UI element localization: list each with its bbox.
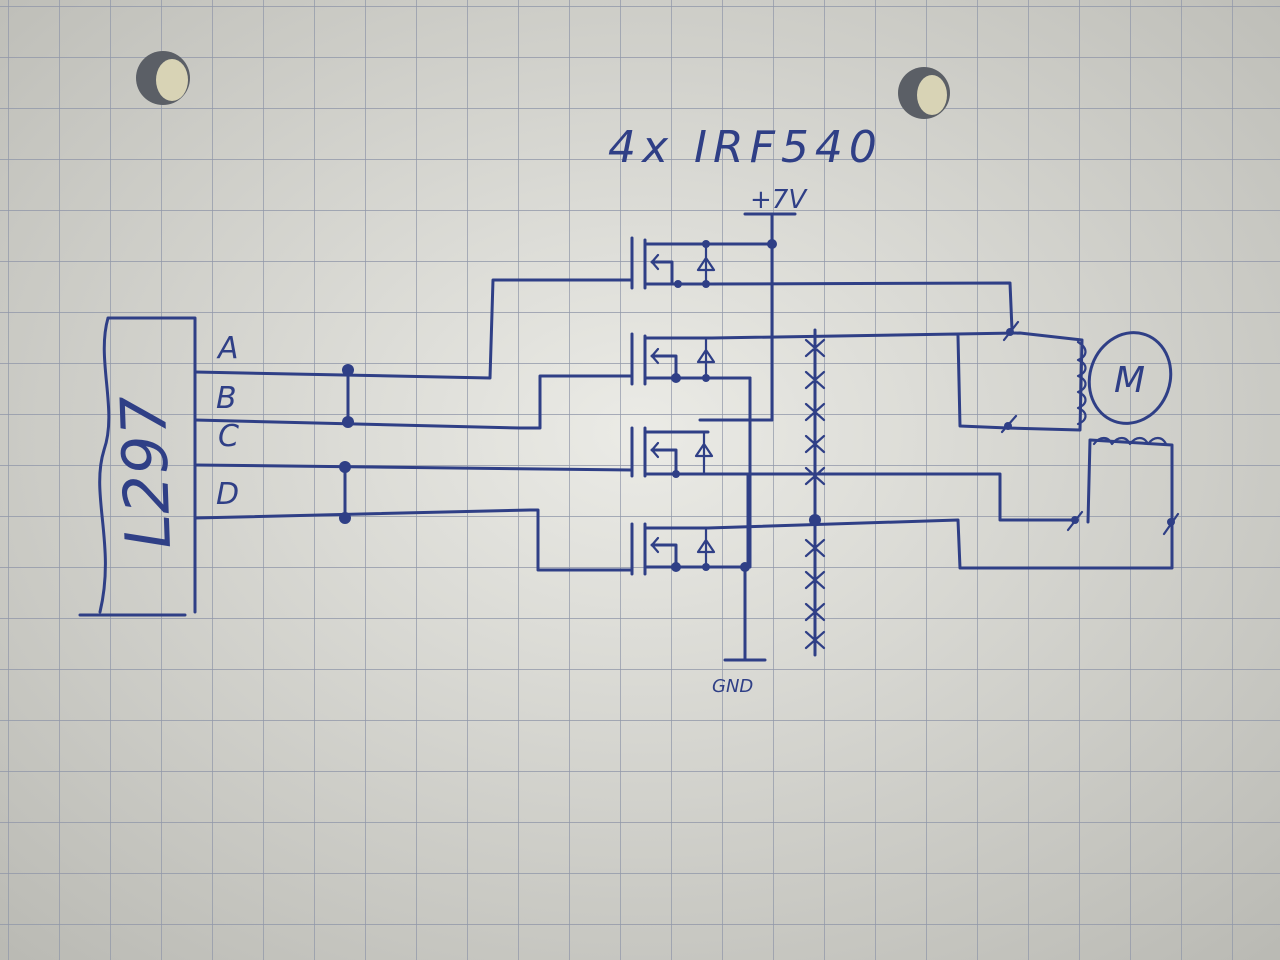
drain-1-output [706, 281, 1014, 332]
pin-label-b: B [216, 381, 237, 416]
drain-4-output [706, 438, 1174, 570]
pin-label-d: D [216, 477, 239, 512]
wire-pin-a [193, 278, 634, 380]
tap-junction-4 [1167, 518, 1175, 526]
winding-upper [1076, 340, 1087, 426]
mosfet-4 [630, 522, 747, 576]
mosfet-3 [630, 426, 750, 478]
l297-outline [78, 316, 197, 617]
punch-hole-left [136, 51, 190, 105]
supply-label: +7V [750, 185, 808, 215]
motor-label: M [1114, 360, 1145, 401]
mosfet-1 [630, 236, 716, 290]
ground-rail [723, 563, 767, 662]
l297-label: L297 [107, 395, 185, 550]
l297-controller: L297 [78, 316, 197, 617]
tap-junction-2 [1004, 422, 1012, 430]
ground-label: GND [712, 676, 753, 697]
hatched-clamp [804, 328, 826, 657]
drain-3-output [746, 472, 1077, 522]
junction-d [339, 512, 351, 524]
mosfet-2 [630, 332, 752, 386]
junction-c [339, 461, 351, 473]
drain-2-output [710, 331, 1084, 432]
tap-junction-1 [1006, 328, 1014, 336]
winding-lower [1092, 436, 1168, 446]
wire-pin-b [193, 374, 634, 430]
wire-pin-c [193, 463, 634, 472]
mosfet-title: 4x IRF540 [608, 122, 883, 173]
tap-junction-3 [1071, 516, 1079, 524]
pin-label-a: A [216, 331, 239, 366]
junction-a [342, 364, 354, 376]
junction-b [342, 416, 354, 428]
supply-junction [767, 239, 777, 249]
motor-symbol [1087, 331, 1173, 425]
punch-hole-right [898, 67, 950, 119]
wire-pin-d [193, 508, 634, 572]
pin-label-c: C [218, 419, 239, 454]
